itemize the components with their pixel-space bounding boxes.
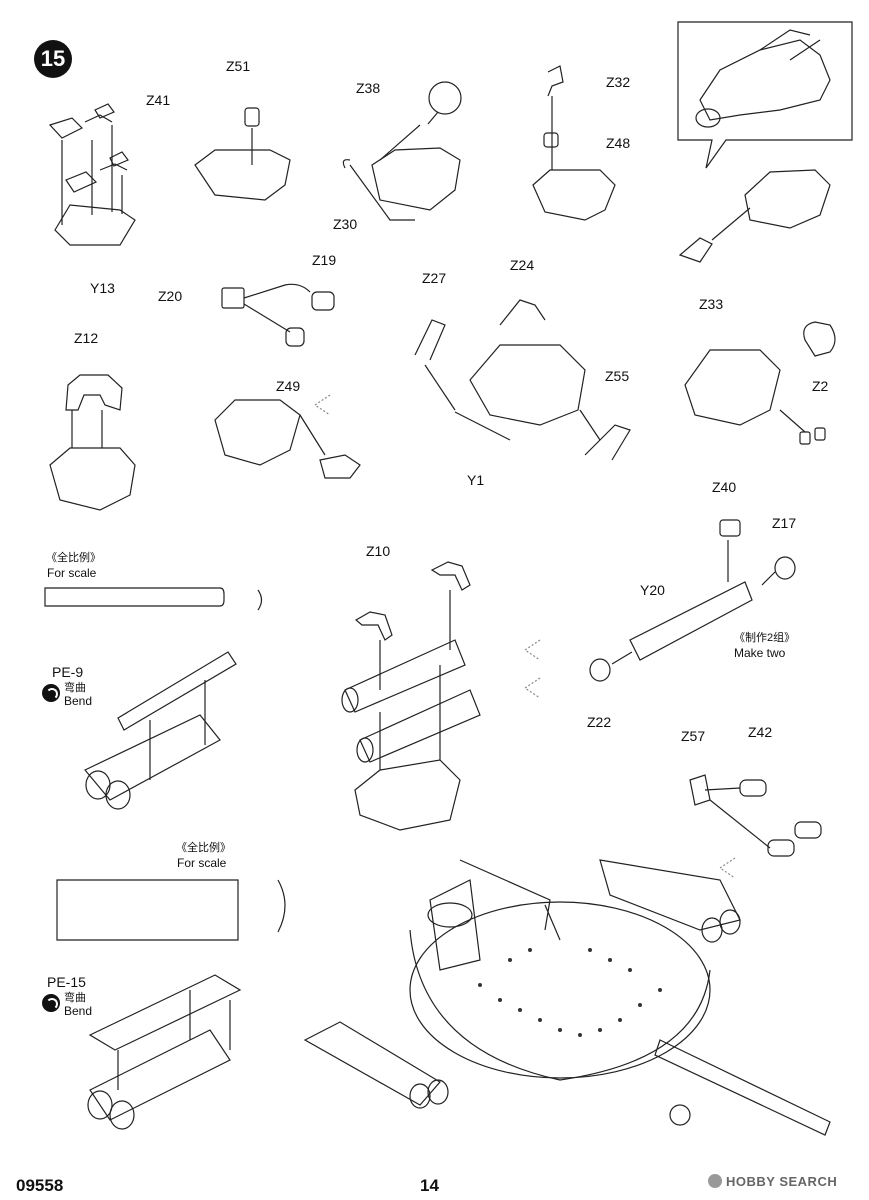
pe9-label: PE-9 bbox=[52, 664, 84, 680]
part-label-z49: Z49 bbox=[276, 378, 301, 394]
part-label-y1: Y1 bbox=[467, 472, 485, 488]
part-label-z22: Z22 bbox=[587, 714, 612, 730]
z19-z20-z49-assembly bbox=[214, 283, 361, 479]
bend-note-en-2: Bend bbox=[64, 1004, 93, 1018]
scale-note-en-2: For scale bbox=[177, 856, 227, 870]
watermark-logo-icon bbox=[708, 1174, 722, 1188]
z33-assembly bbox=[678, 169, 831, 263]
z2-assembly bbox=[684, 321, 836, 445]
pe9-scale-strip bbox=[44, 587, 225, 607]
bend-icon bbox=[42, 684, 60, 702]
bend-icon bbox=[42, 994, 60, 1012]
part-label-z41: Z41 bbox=[146, 92, 171, 108]
part-label-z24: Z24 bbox=[510, 257, 535, 273]
part-label-z38: Z38 bbox=[356, 80, 381, 96]
part-label-z17: Z17 bbox=[772, 515, 797, 531]
part-label-z40: Z40 bbox=[712, 479, 737, 495]
page-number: 14 bbox=[420, 1176, 439, 1195]
z38-assembly bbox=[342, 81, 462, 221]
y20-assembly bbox=[589, 519, 796, 682]
turret-rivets bbox=[478, 948, 662, 1037]
z27-z24-z55-y1-assembly bbox=[414, 299, 631, 461]
scale-note-en-1: For scale bbox=[47, 566, 97, 580]
part-label-y13: Y13 bbox=[90, 280, 115, 296]
part-label-z19: Z19 bbox=[312, 252, 337, 268]
z57-z42-assembly bbox=[689, 774, 822, 857]
part-label-z42: Z42 bbox=[748, 724, 773, 740]
z10-assembly bbox=[341, 561, 481, 831]
bend-note-en-1: Bend bbox=[64, 694, 93, 708]
bend-note-cn-2: 弯曲 bbox=[64, 992, 86, 1004]
bend-note-cn-1: 弯曲 bbox=[64, 682, 86, 694]
part-label-z55: Z55 bbox=[605, 368, 630, 384]
part-label-z20: Z20 bbox=[158, 288, 183, 304]
pe15-label: PE-15 bbox=[47, 974, 86, 990]
make-two-note-cn: 《制作2组》 bbox=[734, 632, 796, 644]
watermark: HOBBY SEARCH bbox=[708, 1174, 837, 1189]
part-label-z12: Z12 bbox=[74, 330, 99, 346]
part-label-y20: Y20 bbox=[640, 582, 665, 598]
part-label-z33: Z33 bbox=[699, 296, 724, 312]
watermark-text: HOBBY SEARCH bbox=[726, 1174, 838, 1189]
part-label-z27: Z27 bbox=[422, 270, 447, 286]
pe15-scale-plate bbox=[56, 879, 239, 941]
pe9-assembly bbox=[44, 587, 263, 810]
scale-note-cn-2: 《全比例》 bbox=[176, 842, 231, 854]
product-code: 09558 bbox=[16, 1176, 64, 1195]
z51-assembly bbox=[194, 107, 291, 201]
part-label-z57: Z57 bbox=[681, 728, 706, 744]
part-label-z10: Z10 bbox=[366, 543, 391, 559]
turret-assembly bbox=[303, 859, 831, 1136]
part-label-z51: Z51 bbox=[226, 58, 251, 74]
part-label-z48: Z48 bbox=[606, 135, 631, 151]
direction-arrows bbox=[313, 394, 736, 879]
z32-z48-assembly bbox=[532, 65, 616, 221]
z12-assembly bbox=[49, 374, 136, 511]
part-label-z30: Z30 bbox=[333, 216, 358, 232]
z41-y13-assembly bbox=[48, 103, 136, 246]
part-label-z2: Z2 bbox=[812, 378, 829, 394]
step-number-badge: 15 bbox=[34, 40, 72, 78]
inset-frame bbox=[677, 21, 853, 169]
part-label-z32: Z32 bbox=[606, 74, 631, 90]
scale-note-cn-1: 《全比例》 bbox=[46, 552, 101, 564]
pe15-assembly bbox=[56, 879, 286, 1130]
make-two-note-en: Make two bbox=[734, 646, 786, 660]
inset-detail bbox=[695, 29, 831, 128]
